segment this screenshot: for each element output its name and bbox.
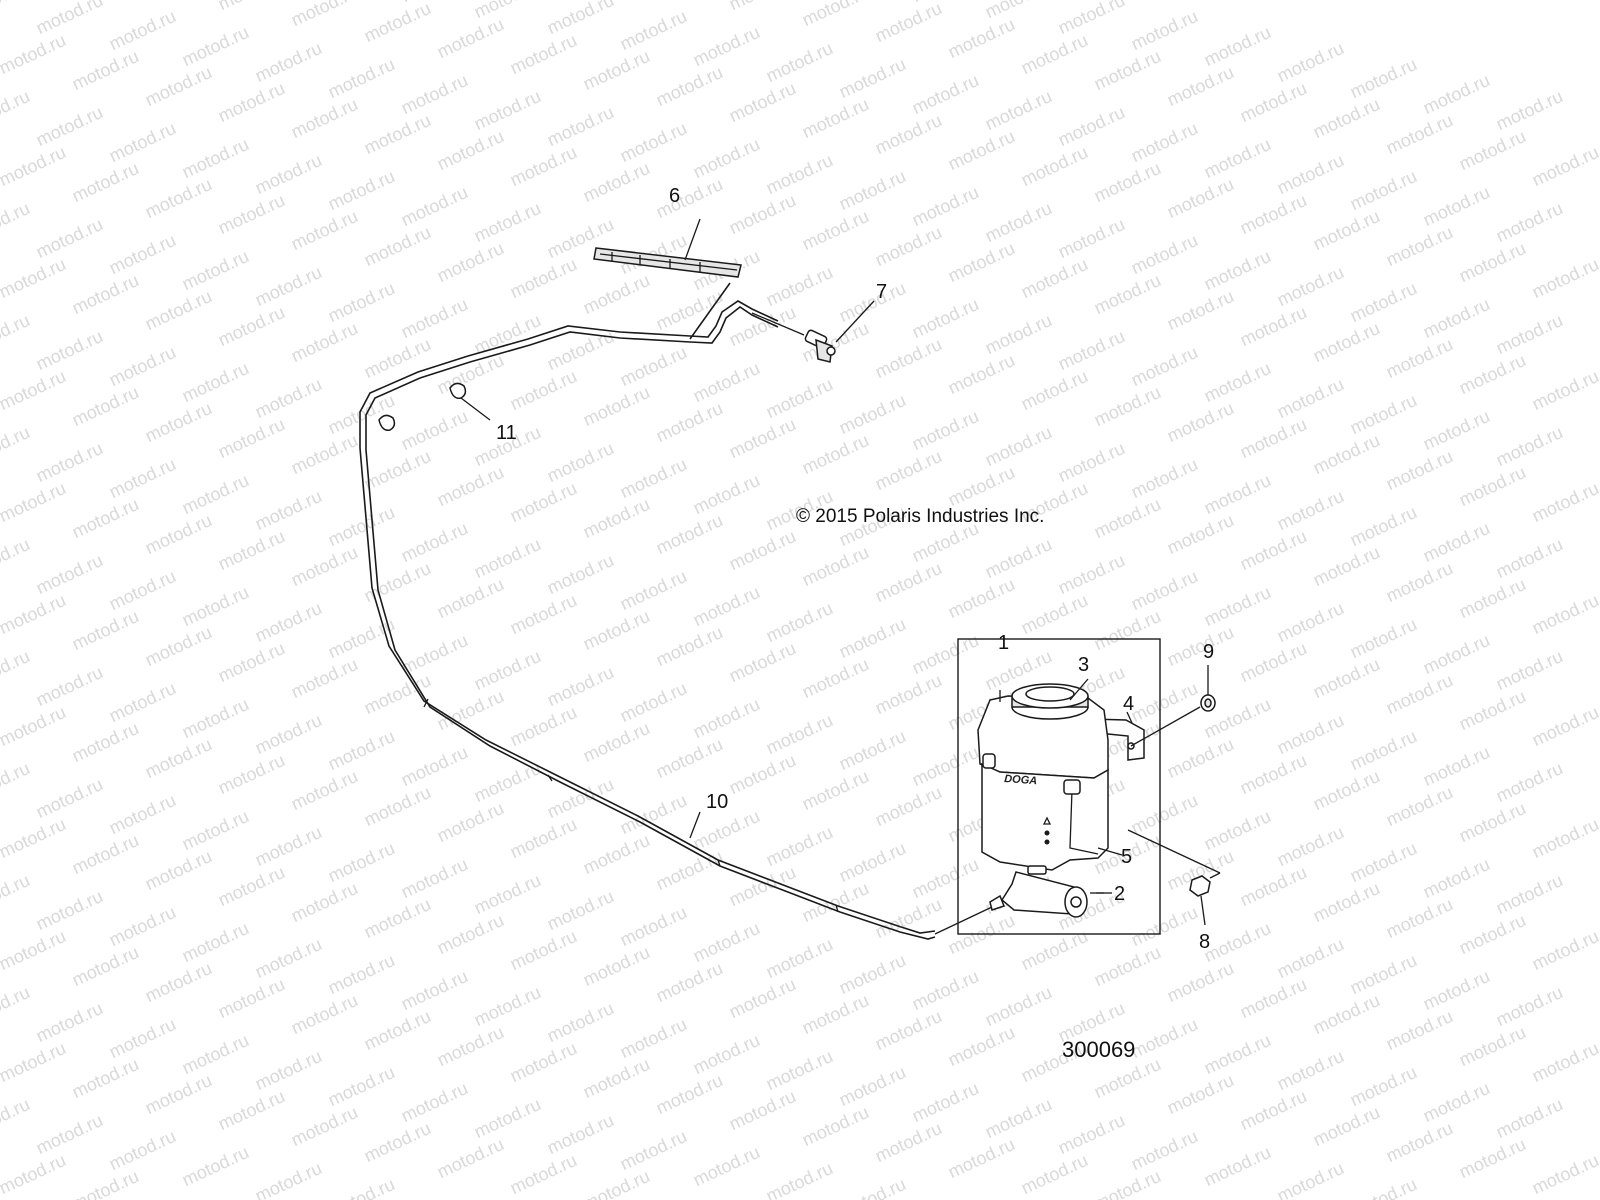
washer-pump-part (934, 865, 1104, 935)
grommet-part (1130, 665, 1216, 747)
callout-1: 1 (998, 632, 1009, 654)
callout-3: 3 (1078, 654, 1089, 676)
callout-11: 11 (496, 422, 517, 444)
drawing-number: 300069 (1062, 1037, 1135, 1062)
screw-part (1127, 829, 1221, 926)
leader-lines (684, 218, 1133, 894)
copyright-notice: © 2015 Polaris Industries Inc. (796, 506, 1044, 527)
washer-hose-part (359, 282, 936, 940)
callout-10: 10 (706, 791, 728, 813)
washer-reservoir-part: DOGA (977, 683, 1145, 871)
callout-9: 9 (1203, 641, 1214, 663)
callout-2: 2 (1114, 883, 1125, 905)
tank-brand-label: DOGA (1004, 773, 1038, 787)
callout-5: 5 (1121, 846, 1132, 868)
hose-clip-part (378, 382, 491, 432)
callout-6: 6 (669, 185, 680, 207)
washer-nozzle-part (751, 300, 875, 363)
wiper-blade-part (593, 247, 742, 278)
callout-4: 4 (1123, 693, 1134, 715)
reservoir-assembly-box (957, 638, 1161, 935)
callout-7: 7 (876, 281, 887, 303)
callout-8: 8 (1199, 931, 1210, 953)
